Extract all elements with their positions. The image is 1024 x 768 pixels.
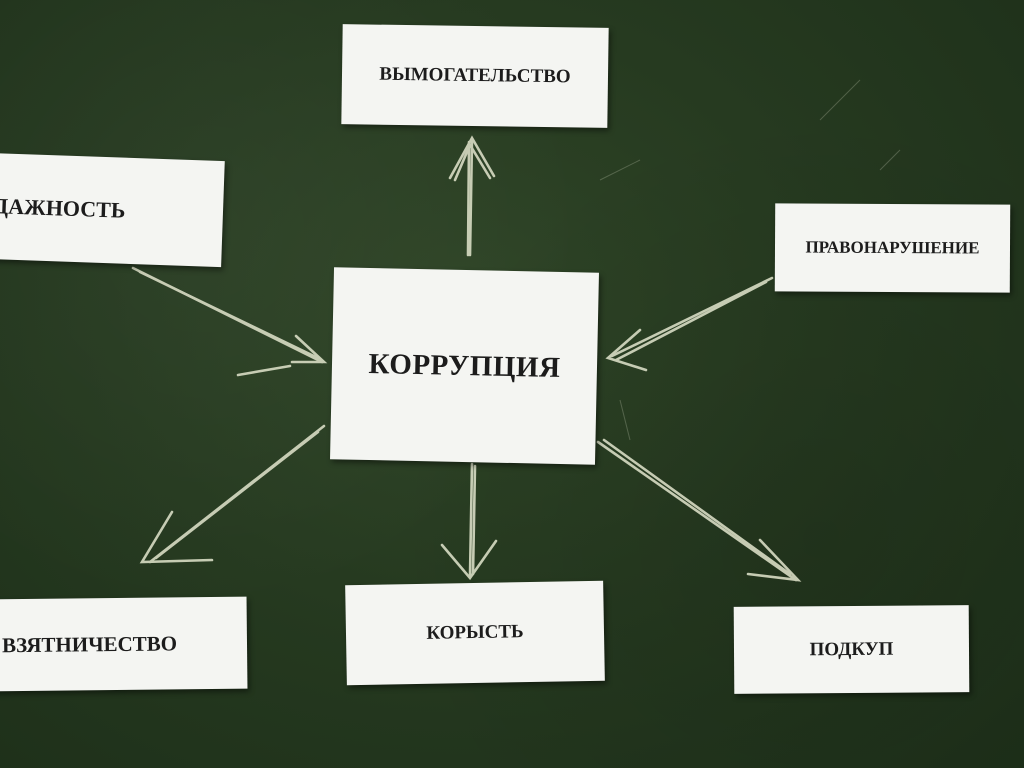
arrow-from-left [131, 266, 328, 377]
card-bottom-left-label: ВЗЯТНИЧЕСТВО [1, 630, 178, 657]
arrow-to-top [448, 135, 496, 257]
arrow-from-right [605, 276, 774, 372]
card-left: ОДАЖНОСТЬ [0, 152, 225, 268]
arrow-to-bottom [440, 462, 498, 581]
card-bottom-right-label: ПОДКУП [809, 638, 894, 660]
card-bottom-right: ПОДКУП [733, 605, 970, 694]
arrow-to-bottom-right [596, 438, 802, 582]
card-center: КОРРУПЦИЯ [330, 267, 599, 465]
card-right-label: ПРАВОНАРУШЕНИЕ [805, 237, 980, 258]
card-bottom-label: КОРЫСТЬ [426, 621, 524, 644]
card-right: ПРАВОНАРУШЕНИЕ [774, 203, 1011, 293]
card-center-label: КОРРУПЦИЯ [368, 347, 561, 384]
card-top: ВЫМОГАТЕЛЬСТВО [341, 24, 609, 128]
card-top-label: ВЫМОГАТЕЛЬСТВО [379, 63, 571, 88]
card-bottom-left: ВЗЯТНИЧЕСТВО [0, 596, 248, 692]
card-left-label: ОДАЖНОСТЬ [0, 192, 126, 223]
arrow-to-bottom-left [139, 424, 326, 564]
card-bottom: КОРЫСТЬ [345, 580, 605, 686]
